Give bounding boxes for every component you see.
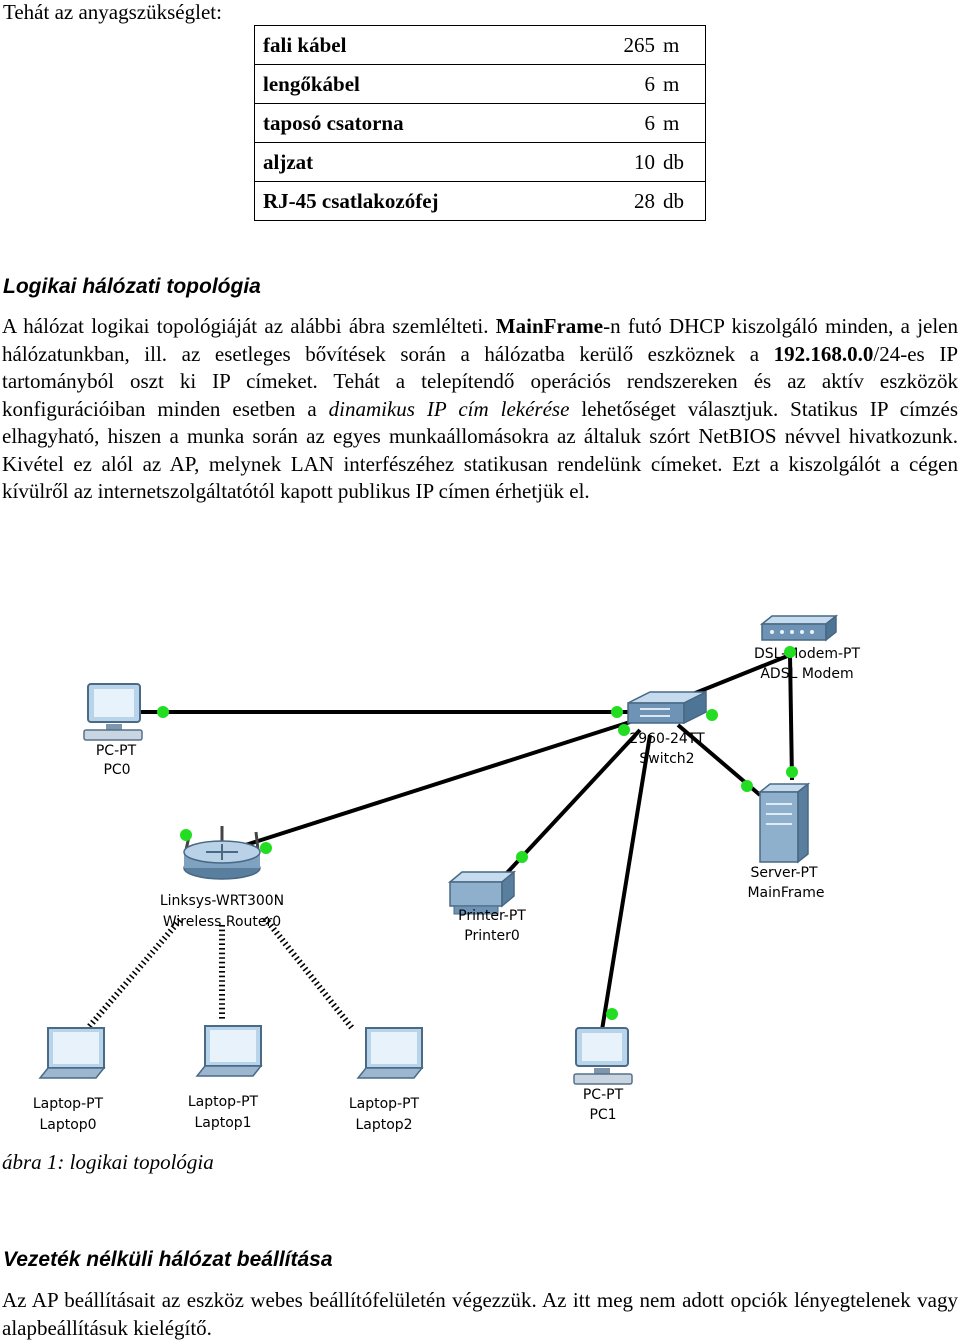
material-unit: m <box>663 110 680 135</box>
port-indicator <box>611 706 623 718</box>
wireless-link-laptop0 <box>85 918 183 1030</box>
modem-name-label: ADSL Modem <box>760 666 853 682</box>
ip-range-bold: 192.168.0.0 <box>773 341 874 366</box>
material-quantity: 28 <box>634 188 655 213</box>
material-quantity: 6 <box>644 110 656 135</box>
paragraph-text: A hálózat logikai topológiáját az alábbi… <box>2 314 496 338</box>
wireless-link-laptop2 <box>262 916 355 1030</box>
printer-type-label: Printer-PT <box>458 908 526 924</box>
material-name: RJ-45 csatlakozófej <box>254 181 577 221</box>
port-indicator <box>786 766 798 778</box>
server-name-label: MainFrame <box>747 885 824 901</box>
pc1-type-label: PC-PT <box>583 1087 624 1103</box>
switch-icon[interactable] <box>627 690 707 725</box>
laptop0-type-label: Laptop-PT <box>33 1096 104 1112</box>
laptop2-icon[interactable] <box>356 1027 424 1079</box>
material-row: RJ-45 csatlakozófej 28 db <box>254 181 706 221</box>
modem-type-label: DSL-Modem-PT <box>754 646 861 662</box>
port-indicator <box>741 780 753 792</box>
port-indicator <box>784 646 796 658</box>
material-unit: m <box>663 32 680 57</box>
material-unit: db <box>663 149 684 174</box>
port-indicator <box>606 1008 618 1020</box>
laptop0-icon[interactable] <box>38 1027 106 1079</box>
printer-name-label: Printer0 <box>464 928 519 944</box>
material-unit: m <box>663 71 680 96</box>
server-type-label: Server-PT <box>750 865 818 881</box>
link-modem-server <box>788 654 794 781</box>
laptop1-icon[interactable] <box>195 1025 263 1077</box>
port-indicator <box>180 829 192 841</box>
paragraph-text: /24-es IP tartományból oszt ki IP címeke… <box>2 341 958 421</box>
material-amount: 10 db <box>577 142 706 182</box>
wireless-paragraph: Az AP beállításait az eszköz webes beáll… <box>2 1288 958 1340</box>
material-name: fali kábel <box>254 25 577 65</box>
port-indicator <box>618 724 630 736</box>
router-icon[interactable] <box>183 826 261 880</box>
port-indicator <box>157 706 169 718</box>
intro-text: Tehát az anyagszükséglet: <box>3 0 222 24</box>
figure-caption: ábra 1: logikai topológia <box>2 1150 214 1174</box>
material-row: fali kábel 265 m <box>254 25 706 65</box>
topology-paragraph: A hálózat logikai topológiáját az alábbi… <box>2 313 958 506</box>
port-indicators <box>157 646 798 1020</box>
pc0-type-label: PC-PT <box>96 743 137 759</box>
material-quantity: 265 <box>623 32 656 57</box>
material-name: aljzat <box>254 142 577 182</box>
dhcp-italic: dinamikus IP cím lekérése <box>328 396 570 421</box>
link-switch-router <box>229 720 631 852</box>
links <box>120 653 794 1031</box>
material-quantity: 10 <box>634 149 655 174</box>
material-quantity: 6 <box>644 71 656 96</box>
mainframe-bold: MainFrame <box>495 314 604 338</box>
section-heading-wireless: Vezeték nélküli hálózat beállítása <box>3 1248 333 1271</box>
pc1-name-label: PC1 <box>589 1107 616 1123</box>
laptop0-name-label: Laptop0 <box>39 1117 96 1133</box>
link-switch-printer <box>503 728 642 877</box>
laptop1-type-label: Laptop-PT <box>188 1094 259 1110</box>
material-amount: 28 db <box>577 181 706 221</box>
laptop1-name-label: Laptop1 <box>194 1115 251 1131</box>
switch-type-label: 2960-24TT <box>629 731 705 747</box>
paragraph-text: lehetőséget választjuk. Statikus IP címz… <box>2 396 958 504</box>
laptop2-name-label: Laptop2 <box>355 1117 412 1133</box>
section-heading-logical-topology: Logikai hálózati topológia <box>3 275 261 298</box>
topology-diagram: PC-PT PC0 2960-24TT Switch2 DSL-Modem-PT… <box>33 614 861 1133</box>
modem-icon[interactable] <box>759 614 839 642</box>
material-row: aljzat 10 db <box>254 142 706 182</box>
router-type-label: Linksys-WRT300N <box>160 893 284 909</box>
pc1-icon[interactable] <box>573 1027 633 1085</box>
server-icon[interactable] <box>757 782 811 864</box>
link-switch-pc1 <box>600 734 652 1031</box>
pc0-icon[interactable] <box>83 683 143 741</box>
router-name-label: Wireless Router0 <box>163 914 281 930</box>
material-unit: db <box>663 188 684 213</box>
paragraph-text: -n futó DHCP kiszolgáló minden, a jelen … <box>2 314 959 366</box>
laptop2-type-label: Laptop-PT <box>349 1096 420 1112</box>
port-indicator <box>260 842 272 854</box>
material-amount: 265 m <box>577 25 706 65</box>
port-indicator <box>706 709 718 721</box>
switch-name-label: Switch2 <box>639 751 694 767</box>
wireless-links <box>85 916 355 1030</box>
material-name: taposó csatorna <box>254 103 577 143</box>
material-name: lengőkábel <box>254 64 577 104</box>
pc0-name-label: PC0 <box>103 762 130 778</box>
port-indicator <box>516 851 528 863</box>
printer-icon[interactable] <box>447 870 517 915</box>
